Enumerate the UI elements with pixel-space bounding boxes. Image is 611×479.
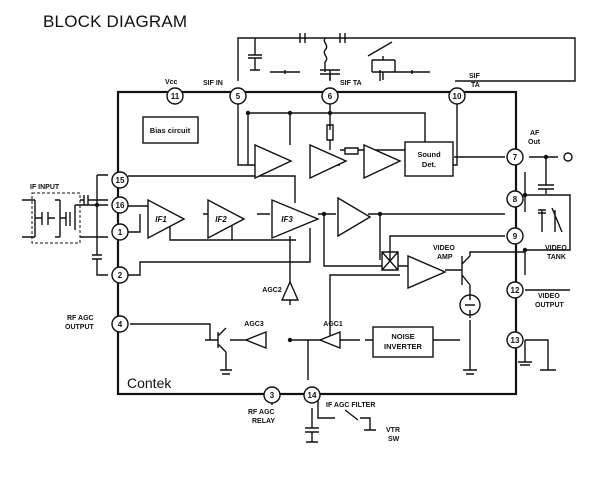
sif-ta-10-label-2: TA (471, 82, 480, 89)
pin-4-number: 4 (118, 320, 123, 329)
rf-agc-output-label-1: RF AGC (67, 315, 94, 322)
rf-agc-relay-label-1: RF AGC (248, 409, 275, 416)
pin-6-number: 6 (328, 92, 333, 101)
agc2-amp (280, 280, 300, 301)
noise-inverter-label-2: INVERTER (384, 342, 423, 351)
agc3-amp (244, 330, 267, 350)
sif-amp-2 (309, 143, 348, 180)
pin-15-number: 15 (116, 176, 125, 185)
pin-10-number: 10 (453, 92, 462, 101)
pin-9-number: 9 (513, 232, 518, 241)
video-amp-label-1: VIDEO (433, 245, 455, 252)
watermark-text: Contek (127, 375, 172, 391)
pin-16 (111, 196, 129, 214)
pin-7 (506, 148, 524, 166)
pin-1-number: 1 (118, 228, 123, 237)
bias-circuit-block (142, 116, 199, 144)
sound-det-block (404, 141, 454, 177)
agc1-label: AGC1 (323, 321, 343, 328)
noise-inverter-block (372, 326, 434, 358)
if-input-label: IF INPUT (30, 184, 60, 191)
rf-agc-relay-label-2: RELAY (252, 418, 275, 425)
if-agc-filter-label: IF AGC FILTER (326, 402, 375, 409)
if1-label: IF1 (155, 215, 167, 224)
pin-8-number: 8 (513, 195, 518, 204)
video-tank-label-2: TANK (547, 254, 566, 261)
diagram-title: BLOCK DIAGRAM (43, 12, 188, 31)
bias-circuit-label: Bias circuit (150, 126, 191, 135)
pin-7-number: 7 (513, 153, 518, 162)
pin-8 (506, 190, 524, 208)
pin-3 (263, 386, 281, 404)
pin-1 (111, 223, 129, 241)
agc3-label: AGC3 (244, 321, 264, 328)
pin-2-number: 2 (118, 271, 123, 280)
sif-amp-3 (363, 143, 402, 180)
if3-label: IF3 (281, 215, 293, 224)
sound-det-label-2: Det. (422, 160, 436, 169)
pin-2 (111, 266, 129, 284)
vtr-sw-label-1: VTR (386, 427, 400, 434)
pin-4 (111, 315, 129, 333)
pin-9 (506, 227, 524, 245)
sif-ta-6-label: SIF TA (340, 80, 362, 87)
rf-agc-output-label-2: OUTPUT (65, 324, 95, 331)
video-amp (407, 254, 447, 290)
agc2-label: AGC2 (262, 287, 282, 294)
if2-amp (207, 198, 246, 240)
pin-14-number: 14 (308, 391, 317, 400)
if-input-network (22, 199, 108, 238)
video-output-label-1: VIDEO (538, 293, 560, 300)
pin-11 (166, 87, 184, 105)
sound-det-label-1: Sound (417, 150, 441, 159)
pin-13 (506, 331, 524, 349)
video-tank-label-1: VIDEO (545, 245, 567, 252)
vtr-sw-label-2: SW (388, 436, 400, 443)
pin-5-number: 5 (236, 92, 241, 101)
video-buffer-amp (337, 196, 372, 238)
pin-13-number: 13 (511, 336, 520, 345)
pin-10 (448, 87, 466, 105)
pin-6 (321, 87, 339, 105)
sif-in-label: SIF IN (203, 80, 223, 87)
if2-label: IF2 (215, 215, 227, 224)
agc1-amp (318, 330, 341, 350)
af-out-label-1: AF (530, 130, 540, 137)
video-output-label-2: OUTPUT (535, 302, 565, 309)
video-amp-label-2: AMP (437, 254, 453, 261)
pin-15 (111, 171, 129, 189)
af-out-terminal (563, 152, 573, 162)
sif-ta-10-label-1: SIF (469, 73, 481, 80)
sif-amp-1 (254, 143, 293, 180)
pin-12-number: 12 (511, 286, 520, 295)
if1-amp (147, 198, 186, 240)
vcc-label: Vcc (165, 79, 178, 86)
noise-inverter-label-1: NOISE (391, 332, 414, 341)
pin-12 (506, 281, 524, 299)
pin-14 (303, 386, 321, 404)
if3-amp (271, 198, 320, 240)
pin-11-number: 11 (171, 92, 180, 101)
top-external-network (237, 37, 576, 82)
pin-3-number: 3 (270, 391, 275, 400)
pin-16-number: 16 (116, 201, 125, 210)
pin-5 (229, 87, 247, 105)
af-out-label-2: Out (528, 139, 541, 146)
